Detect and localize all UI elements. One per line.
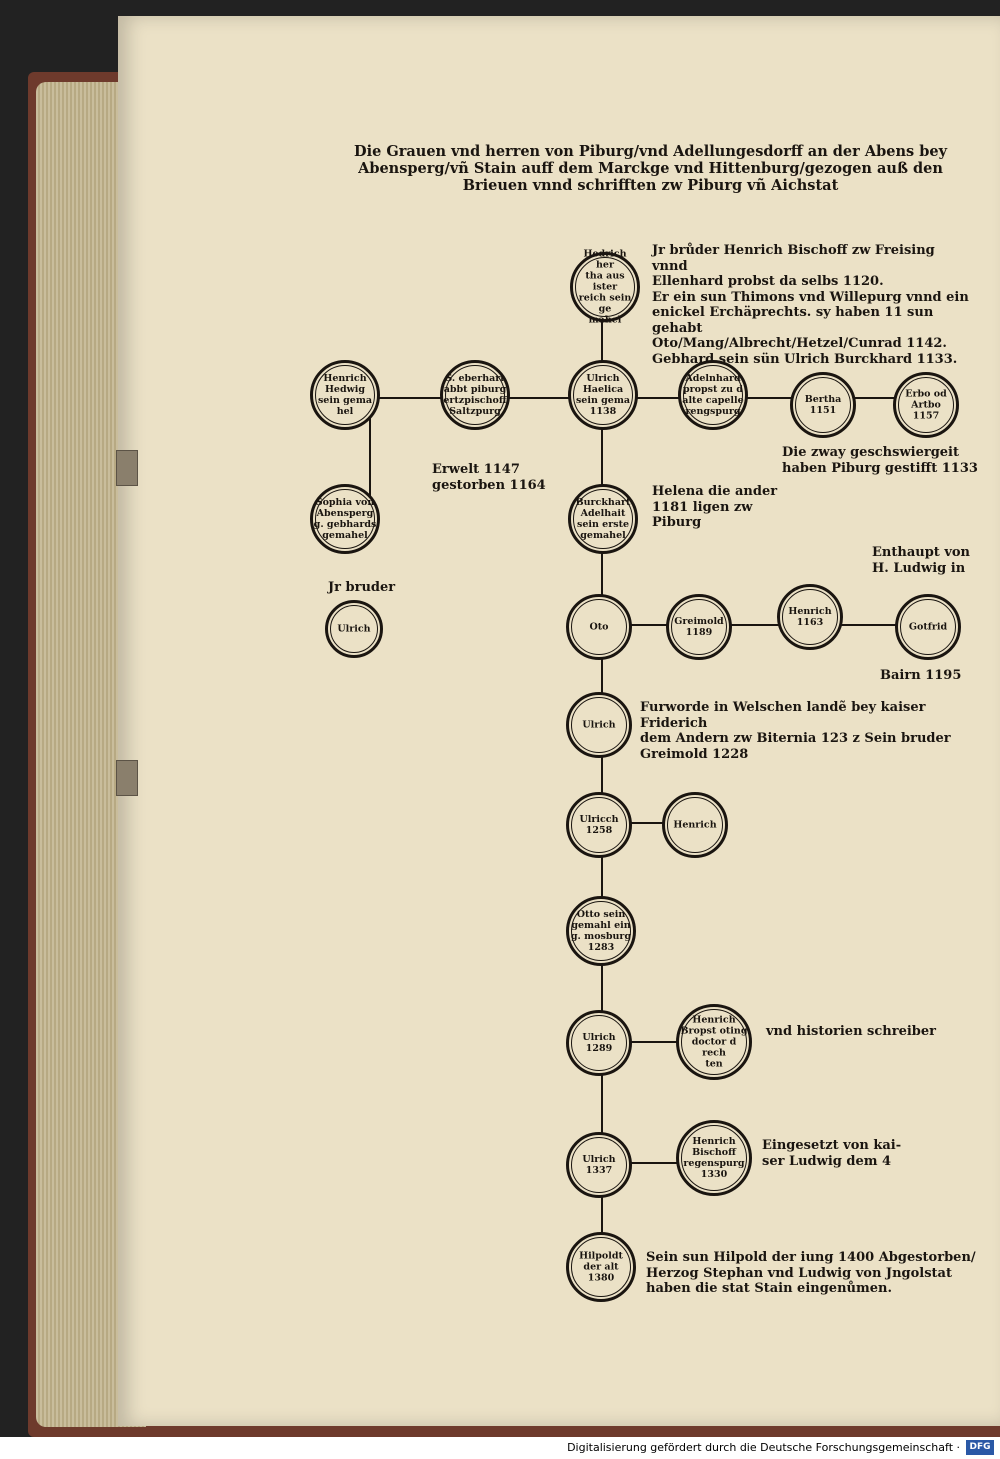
genealogy-node: Ulrich xyxy=(566,692,632,758)
node-label: Hilpoldt der alt 1380 xyxy=(579,1250,623,1284)
node-label: Oto xyxy=(589,621,609,633)
genealogy-node: Erbo od Artbo 1157 xyxy=(893,372,959,438)
genealogy-node: Ulrich Haelica sein gema 1138 xyxy=(568,360,638,430)
note-zway: Die zway geschswiergeit haben Piburg ges… xyxy=(782,445,978,476)
genealogy-node: Adelnhard propst zu d alte capelle rengs… xyxy=(678,360,748,430)
node-label: Henrich Bropst oting doctor d rech ten xyxy=(680,1014,748,1070)
note-helena: Helena die ander 1181 ligen zw Piburg xyxy=(652,484,778,530)
footer-bar: Digitalisierung gefördert durch die Deut… xyxy=(0,1437,1000,1459)
footer-credit: Digitalisierung gefördert durch die Deut… xyxy=(567,1441,960,1454)
genealogy-node: Henrich Bropst oting doctor d rech ten xyxy=(676,1004,752,1080)
genealogy-node: Bertha 1151 xyxy=(790,372,856,438)
genealogy-node: Otto sein gemahl ein g. mosburg 1283 xyxy=(566,896,636,966)
node-label: Ulricch 1258 xyxy=(579,814,619,836)
note-jr-bruder: Jr bruder xyxy=(328,580,396,595)
genealogy-node: Gotfrid xyxy=(895,594,961,660)
note-furworde: Furworde in Welschen landẽ bey kaiser Fr… xyxy=(640,700,951,762)
note-hilpold: Sein sun Hilpold der iung 1400 Abgestorb… xyxy=(646,1250,976,1296)
genealogy-node: Henrich Hedwig sein gema hel xyxy=(310,360,380,430)
genealogy-node: Ulrich 1289 xyxy=(566,1010,632,1076)
node-label: Ulrich 1289 xyxy=(582,1032,616,1054)
node-label: Ulrich 1337 xyxy=(582,1154,616,1176)
book-clasp xyxy=(116,450,138,486)
book-clasp xyxy=(116,760,138,796)
node-label: Burckhart Adelhait sein erste gemahel xyxy=(575,497,631,541)
genealogy-node: Hedrich her tha aus ister reich sein ge … xyxy=(570,249,640,326)
genealogy-node: Ulricch 1258 xyxy=(566,792,632,858)
note-bairn: Bairn 1195 xyxy=(880,668,962,683)
node-label: Otto sein gemahl ein g. mosburg 1283 xyxy=(570,909,632,953)
genealogy-node: S. eberhart abbt piburg ertzpischoff Sal… xyxy=(440,360,510,430)
node-label: Erbo od Artbo 1157 xyxy=(905,388,947,422)
genealogy-node: Ulrich 1337 xyxy=(566,1132,632,1198)
node-label: Ulrich xyxy=(582,719,616,731)
genealogy-node: Henrich xyxy=(662,792,728,858)
node-label: Ulrich xyxy=(337,623,371,635)
genealogy-node: Ulrich xyxy=(325,600,383,658)
node-label: Henrich Hedwig sein gema hel xyxy=(317,373,373,417)
node-label: Adelnhard propst zu d alte capelle rengs… xyxy=(682,373,744,417)
note-eingesetzt: Eingesetzt von kai- ser Ludwig dem 4 xyxy=(762,1138,902,1169)
node-label: Henrich xyxy=(673,819,717,831)
node-label: Bertha 1151 xyxy=(804,394,842,416)
note-historien: vnd historien schreiber xyxy=(766,1024,936,1039)
book-page xyxy=(118,16,1000,1426)
node-label: S. eberhart abbt piburg ertzpischoff Sal… xyxy=(443,373,507,417)
note-top-right: Jr brůder Henrich Bischoff zw Freising v… xyxy=(652,243,969,367)
node-label: Hedrich her tha aus ister reich sein ge … xyxy=(578,248,632,326)
node-label: Gotfrid xyxy=(908,621,948,633)
note-enthaupt: Enthaupt von H. Ludwig in xyxy=(872,545,970,576)
node-label: Ulrich Haelica sein gema 1138 xyxy=(575,373,631,417)
genealogy-node: Sophia von Abensperg g. gebhards gemahel xyxy=(310,484,380,554)
node-label: Henrich Bischoff regenspurg 1330 xyxy=(683,1136,745,1180)
genealogy-node: Greimold 1189 xyxy=(666,594,732,660)
genealogy-node: Burckhart Adelhait sein erste gemahel xyxy=(568,484,638,554)
page-title: Die Grauen vnd herren von Piburg/vnd Ade… xyxy=(354,143,947,194)
genealogy-node: Henrich Bischoff regenspurg 1330 xyxy=(676,1120,752,1196)
node-label: Greimold 1189 xyxy=(674,616,724,638)
genealogy-node: Hilpoldt der alt 1380 xyxy=(566,1232,636,1302)
note-erwelt: Erwelt 1147 gestorben 1164 xyxy=(432,462,546,493)
node-label: Henrich 1163 xyxy=(788,606,832,628)
genealogy-node: Oto xyxy=(566,594,632,660)
dfg-logo: DFG xyxy=(966,1440,994,1455)
genealogy-node: Henrich 1163 xyxy=(777,584,843,650)
node-label: Sophia von Abensperg g. gebhards gemahel xyxy=(313,497,377,541)
